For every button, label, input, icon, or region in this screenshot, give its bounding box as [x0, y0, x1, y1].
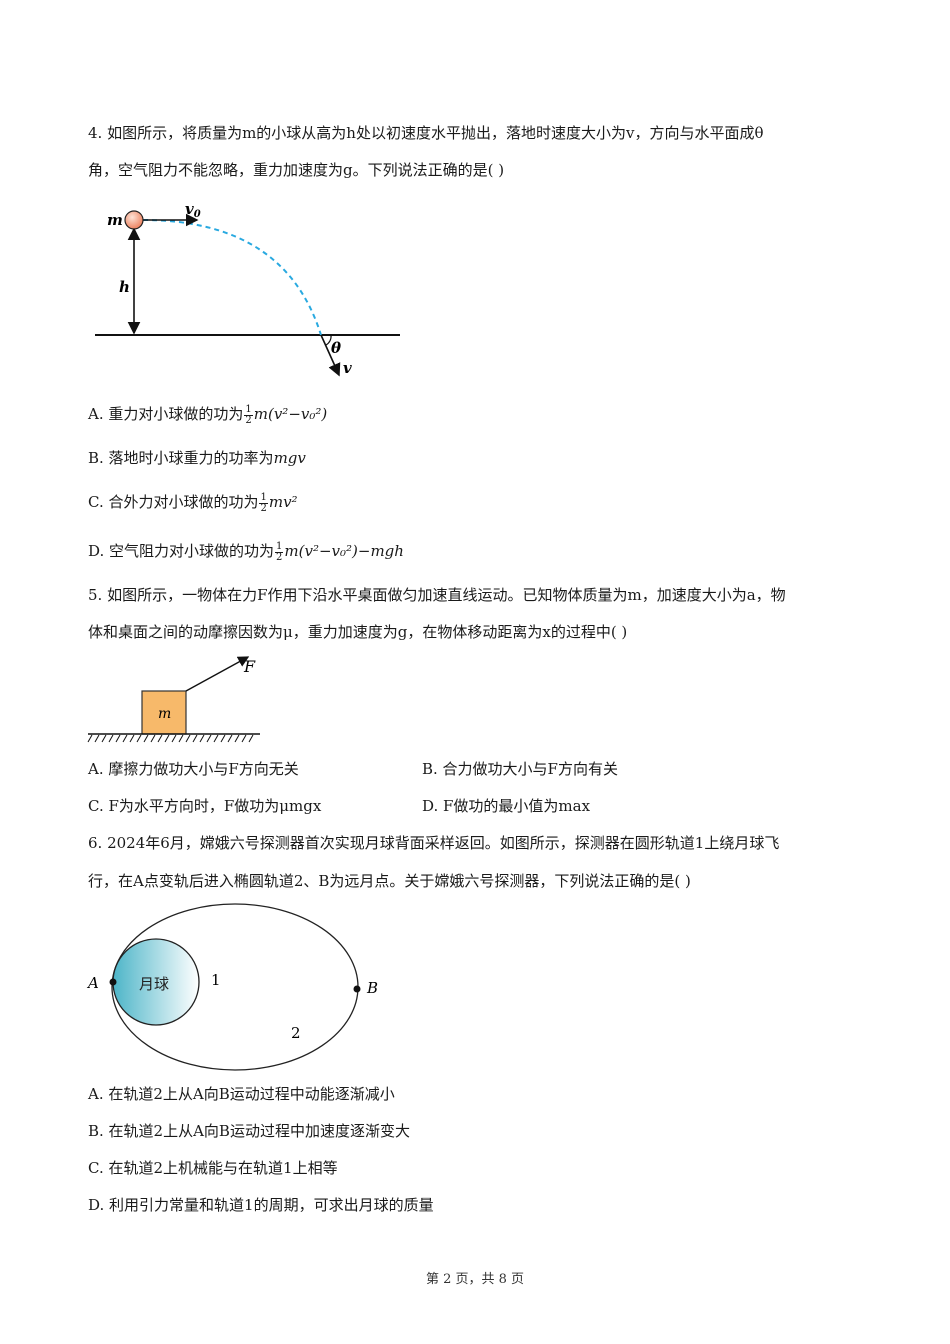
- mass-label: m: [158, 706, 171, 722]
- force-label: F: [243, 657, 256, 676]
- ball-icon: [124, 210, 144, 230]
- svg-text:v0: v0: [185, 200, 201, 220]
- page-number: 第 2 页，共 8 页: [425, 1272, 525, 1287]
- q4-stem-line1: 4. 如图所示，将质量为m的小球从高为h处以初速度水平抛出，落地时速度大小为v，…: [88, 124, 764, 142]
- point-b-label: B: [366, 979, 378, 997]
- q6-stem-line1: 6. 2024年6月，嫦娥六号探测器首次实现月球背面采样返回。如图所示，探测器在…: [88, 834, 780, 852]
- q4-option-b: B. 落地时小球重力的功率为mgv: [88, 449, 306, 467]
- orbit-2-label: 2: [291, 1024, 301, 1042]
- q4-stem-line2: 角，空气阻力不能忽略，重力加速度为g。下列说法正确的是( ): [88, 161, 505, 179]
- q6-option-a: A. 在轨道2上从A向B运动过程中动能逐渐减小: [88, 1085, 395, 1103]
- q6-orbit-figure: 月球 A B 1 2: [86, 903, 378, 1071]
- q5-option-c: C. F为水平方向时，F做功为μmgx: [88, 797, 322, 815]
- height-label: h: [119, 278, 130, 296]
- v0-label: v: [185, 200, 194, 218]
- angle-label: θ: [331, 339, 341, 357]
- q6-option-c: C. 在轨道2上机械能与在轨道1上相等: [88, 1159, 338, 1177]
- point-a-icon: [109, 978, 117, 986]
- q5-stem-line2: 体和桌面之间的动摩擦因数为μ，重力加速度为g，在物体移动距离为x的过程中( ): [88, 623, 628, 641]
- mass-label: m: [107, 211, 123, 229]
- q4-projectile-figure: m v0 h θ v: [95, 200, 400, 377]
- moon-label: 月球: [139, 975, 169, 993]
- orbit-1-label: 1: [211, 971, 221, 989]
- q6-option-b: B. 在轨道2上从A向B运动过程中加速度逐渐变大: [88, 1122, 410, 1140]
- q5-block-figure: m F: [87, 656, 260, 743]
- block-icon: [141, 690, 187, 735]
- velocity-label: v: [343, 359, 352, 377]
- q5-option-b: B. 合力做功大小与F方向有关: [422, 760, 618, 778]
- q5-stem-line1: 5. 如图所示，一物体在力F作用下沿水平桌面做匀加速直线运动。已知物体质量为m，…: [88, 586, 786, 604]
- point-b-icon: [353, 985, 361, 993]
- q5-option-a: A. 摩擦力做功大小与F方向无关: [88, 760, 299, 778]
- q5-option-d: D. F做功的最小值为max: [422, 797, 591, 815]
- point-a-label: A: [86, 974, 99, 992]
- q6-option-d: D. 利用引力常量和轨道1的周期，可求出月球的质量: [88, 1196, 434, 1214]
- q6-stem-line2: 行，在A点变轨后进入椭圆轨道2、B为远月点。关于嫦娥六号探测器，下列说法正确的是…: [88, 872, 691, 890]
